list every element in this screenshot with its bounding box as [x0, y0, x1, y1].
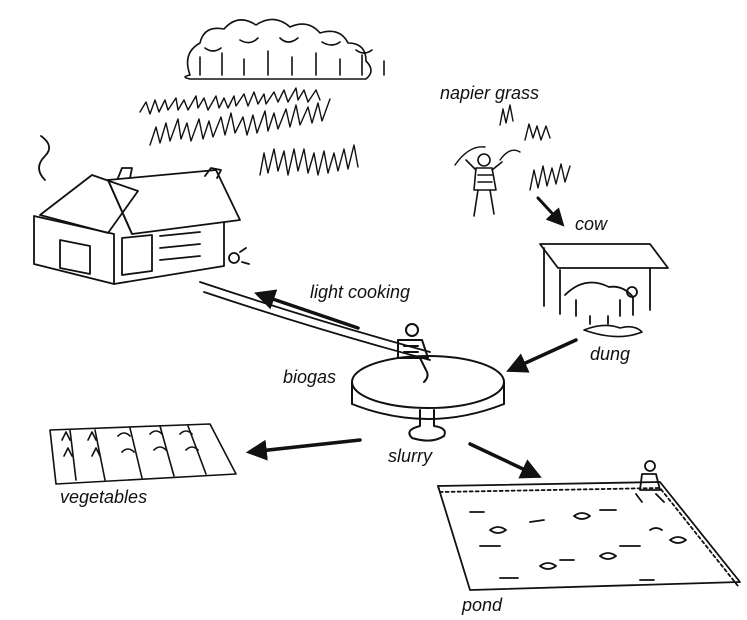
grass-icon [139, 87, 571, 191]
label-dung: dung [590, 344, 631, 364]
label-pond: pond [462, 595, 503, 615]
fish-pond-icon [437, 460, 741, 591]
house-icon [33, 135, 250, 285]
label-vegetables: vegetables [60, 487, 148, 507]
dung-icon [583, 324, 643, 338]
label-light-cooking: light cooking [310, 282, 411, 302]
arrow-dung-to-digester [506, 338, 578, 373]
trees-icon [184, 18, 385, 80]
cow-shed-icon [539, 243, 669, 325]
arrow-slurry-to-vegetables [245, 438, 362, 461]
arrow-grass-to-cow [536, 196, 565, 227]
label-napier-grass: napier grass [440, 83, 540, 103]
label-cow: cow [575, 214, 608, 234]
farmer-icon [465, 153, 503, 217]
arrow-slurry-to-pond [468, 442, 542, 479]
label-slurry: slurry [388, 446, 432, 466]
label-biogas: biogas [283, 367, 337, 387]
biogas-digester-icon [351, 323, 505, 442]
gas-pipe [199, 281, 431, 361]
arrow-biogas-to-house [254, 289, 360, 330]
vegetable-beds-icon [49, 423, 237, 485]
